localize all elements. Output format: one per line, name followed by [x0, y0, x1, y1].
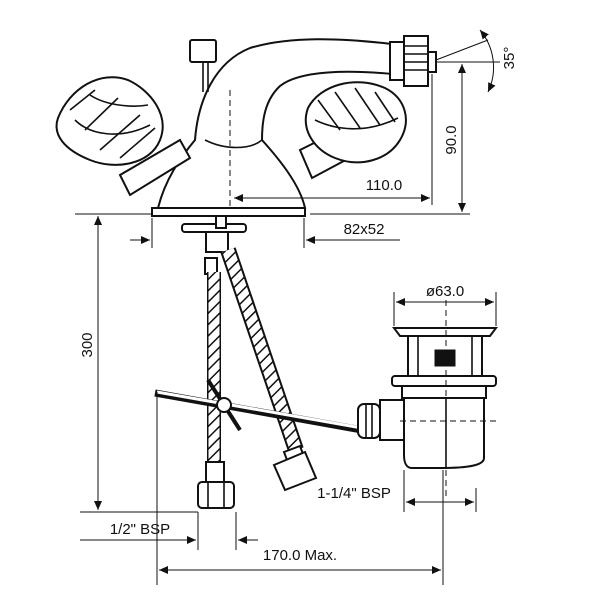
inlet-thread-dimension — [80, 512, 258, 550]
base-dimension — [75, 213, 400, 248]
tail-fittings — [181, 215, 247, 275]
waste-diameter-dimension — [393, 292, 497, 326]
label-waste-thread: 1-1/4" BSP — [317, 485, 391, 502]
label-hose-length: 300 — [79, 332, 96, 357]
label-max-width: 170.0 Max. — [263, 547, 337, 564]
hose-nuts — [197, 444, 318, 509]
right-handle — [298, 81, 407, 180]
left-handle — [55, 76, 192, 197]
label-inlet-thread: 1/2" BSP — [110, 521, 170, 538]
spout-nozzle — [389, 35, 437, 87]
reach-dimension — [234, 74, 433, 205]
label-spout-height: 90.0 — [443, 125, 460, 154]
label-spout-reach: 110.0 — [366, 177, 402, 194]
height-dimension — [310, 61, 470, 215]
width-dimension — [156, 392, 444, 585]
label-waste-diameter: ø63.0 — [426, 283, 464, 300]
label-base-size: 82x52 — [344, 221, 385, 238]
flexible-hoses — [207, 247, 304, 462]
waste-thread-dimension — [403, 470, 477, 512]
popup-rod — [154, 378, 363, 434]
label-spout-angle: 35° — [501, 47, 518, 70]
angle-dimension — [435, 29, 500, 93]
length-dimension — [80, 216, 198, 513]
waste-assembly — [357, 300, 500, 500]
